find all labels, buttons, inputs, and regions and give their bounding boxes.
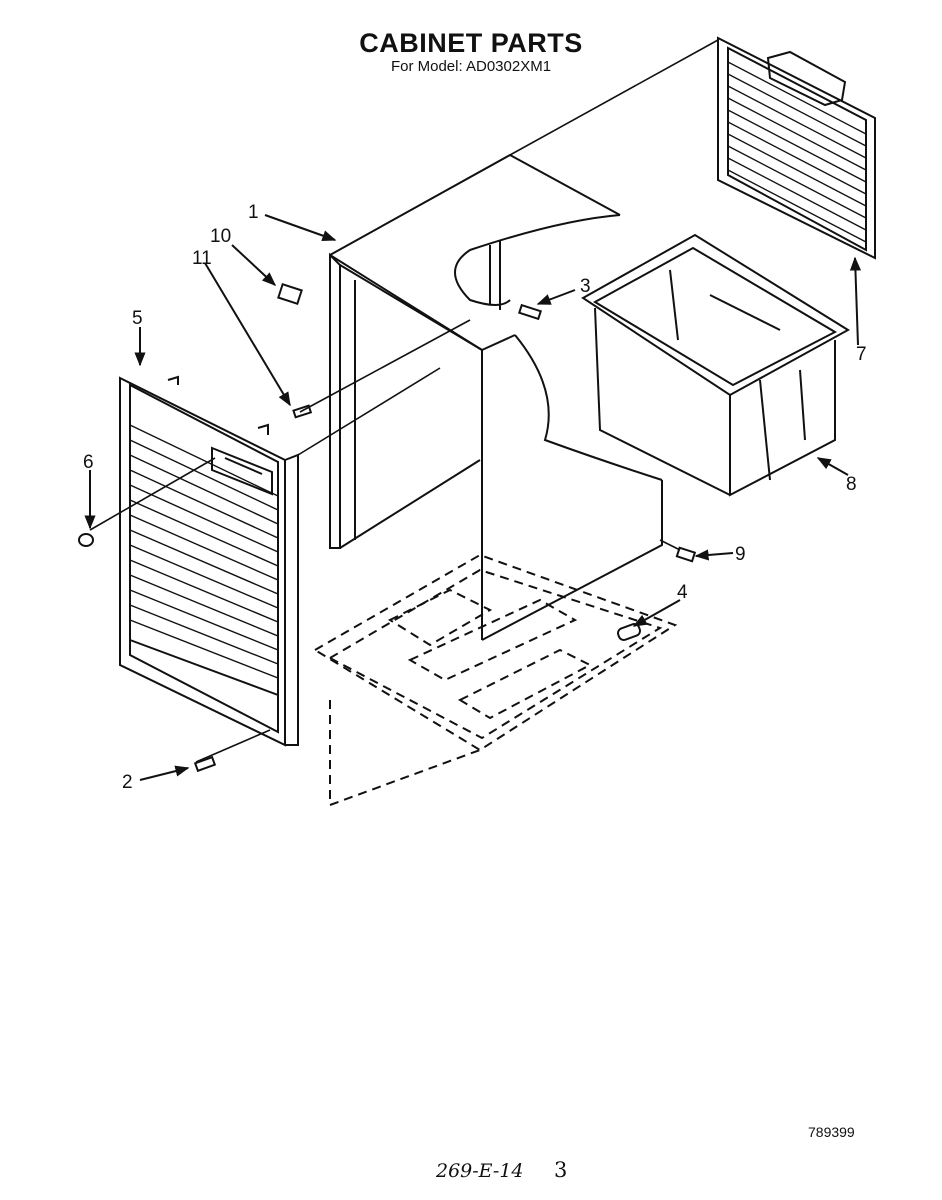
clip-10 xyxy=(277,282,303,306)
callout-arrows xyxy=(84,214,862,781)
front-grille-panel-drawing xyxy=(119,375,299,747)
callout-2: 2 xyxy=(122,772,133,793)
document-number: 789399 xyxy=(808,1124,855,1140)
water-bucket-drawing xyxy=(581,233,850,497)
handwritten-note: 269-E-14 xyxy=(436,1160,524,1182)
callout-11: 11 xyxy=(192,248,212,269)
callout-3: 3 xyxy=(580,276,591,297)
callout-1: 1 xyxy=(248,202,259,223)
rear-filter-grille-drawing xyxy=(717,36,876,260)
small-parts-drawing xyxy=(78,282,697,773)
callout-6: 6 xyxy=(83,452,94,473)
callout-4: 4 xyxy=(677,582,688,603)
leader-lines xyxy=(89,39,719,763)
callout-7: 7 xyxy=(856,344,867,365)
screw-3 xyxy=(517,303,543,321)
model-subtitle: For Model: AD0302XM1 xyxy=(390,58,552,75)
page-mark: 3 xyxy=(554,1158,568,1182)
callout-8: 8 xyxy=(846,474,857,495)
plug-button-6 xyxy=(78,533,94,547)
screw-9 xyxy=(675,546,697,563)
callout-5: 5 xyxy=(132,308,143,329)
foot-4 xyxy=(617,623,641,641)
callout-9: 9 xyxy=(735,544,746,565)
screw-2 xyxy=(193,755,217,773)
callout-10: 10 xyxy=(210,226,231,247)
callout-numbers: 1 2 3 4 5 6 7 8 9 10 11 xyxy=(83,202,867,793)
base-pan-drawing xyxy=(313,553,678,807)
page-title: CABINET PARTS xyxy=(359,28,583,58)
cabinet-wrapper-drawing xyxy=(329,153,663,641)
